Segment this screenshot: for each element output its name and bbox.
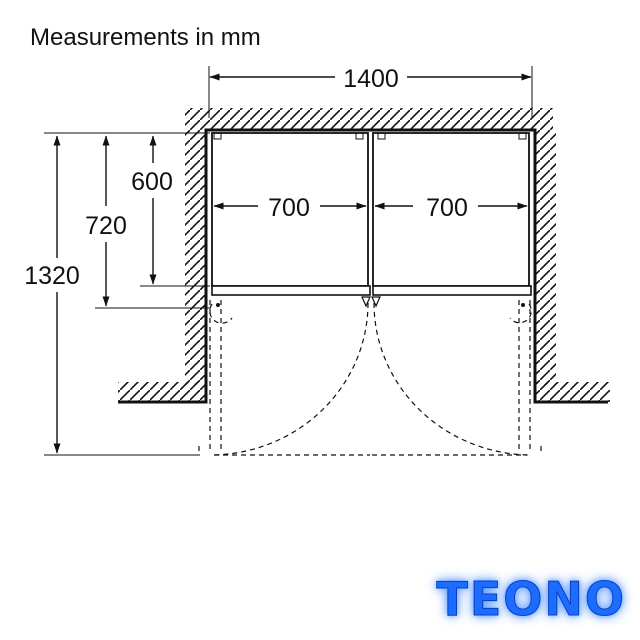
label-depth-doors: 720 <box>85 212 127 240</box>
brand-logo: TEONO <box>436 572 626 627</box>
dimension-depth-open: 1320 <box>24 132 210 456</box>
wall-hatching <box>118 108 610 402</box>
dimension-depth-body: 600 <box>131 135 210 287</box>
label-total-width: 1400 <box>343 65 399 93</box>
appliance-left <box>211 132 371 296</box>
label-depth-open: 1320 <box>24 262 80 290</box>
dimension-total-width: 1400 <box>208 65 533 118</box>
dimension-right-width: 700 <box>374 194 528 222</box>
door-hinges <box>216 296 525 308</box>
title: Measurements in mm <box>30 24 261 51</box>
door-swing-paths <box>198 300 542 456</box>
appliance-right <box>372 132 532 296</box>
dimension-left-width: 700 <box>213 194 367 222</box>
label-left-width: 700 <box>268 194 310 222</box>
dimension-depth-doors: 720 <box>85 135 210 309</box>
wall-outline <box>118 128 608 404</box>
label-right-width: 700 <box>426 194 468 222</box>
label-depth-body: 600 <box>131 168 173 196</box>
